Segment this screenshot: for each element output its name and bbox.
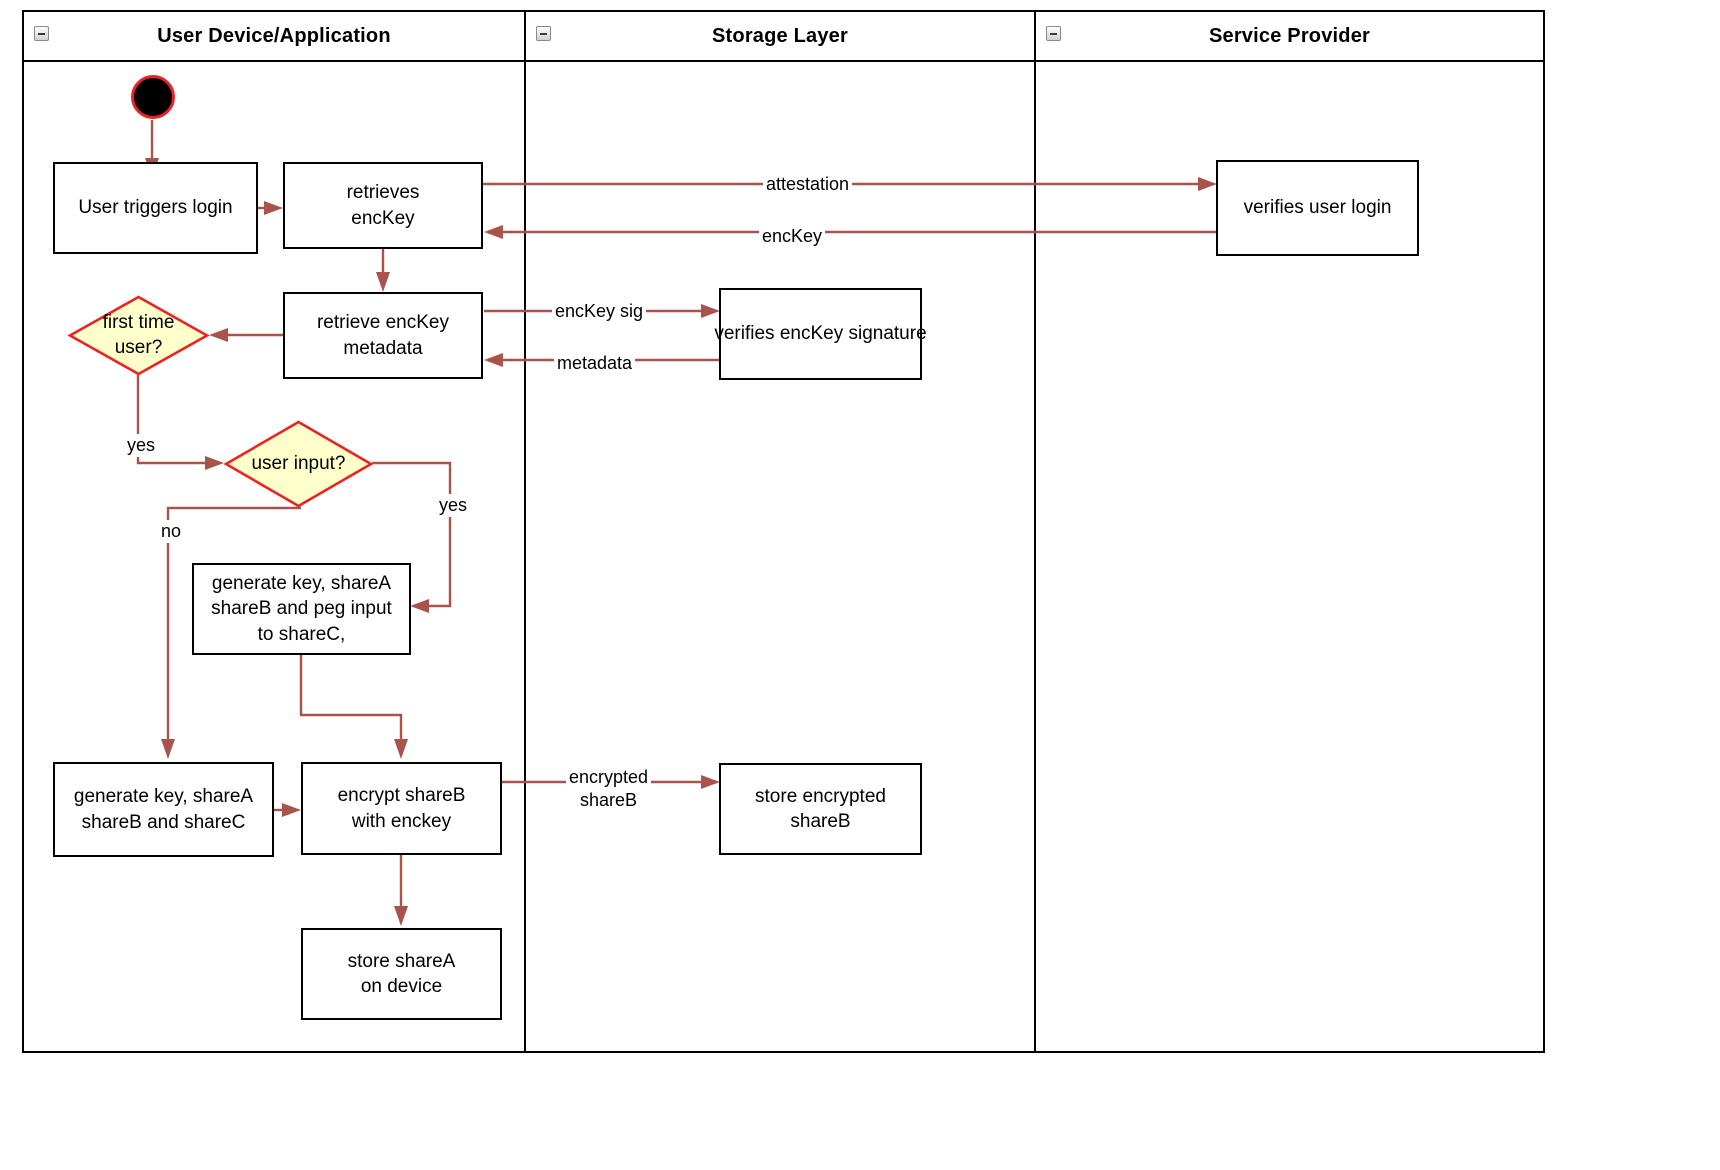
diamond-shape — [223, 420, 374, 508]
node-encrypt-shareb[interactable]: encrypt shareB with enckey — [301, 762, 502, 855]
node-verifies-user-login[interactable]: verifies user login — [1216, 160, 1419, 256]
minus-icon[interactable] — [1046, 26, 1061, 41]
node-label: verifies encKey signature — [714, 323, 927, 345]
node-generate-key-shares[interactable]: generate key, shareA shareB and shareC — [53, 762, 274, 857]
node-verifies-enckey-signature[interactable]: verifies encKey signature — [714, 288, 927, 380]
decision-first-time-user[interactable]: first time user? — [67, 295, 210, 376]
decision-user-input[interactable]: user input? — [223, 420, 374, 508]
minus-icon[interactable] — [536, 26, 551, 41]
edge-label-enckey-sig: encKey sig — [552, 300, 647, 323]
node-retrieve-enckey-metadata[interactable]: retrieve encKey metadata — [283, 292, 483, 379]
lane-header-service-provider[interactable]: Service Provider — [1036, 12, 1543, 62]
lane-header-storage-layer[interactable]: Storage Layer — [526, 12, 1034, 62]
lane-divider-1 — [524, 10, 526, 1053]
lane-title: Service Provider — [1208, 24, 1371, 47]
lane-divider-2 — [1034, 10, 1036, 1053]
node-store-sharea-on-device[interactable]: store shareA on device — [301, 928, 502, 1020]
lane-header-user-device[interactable]: User Device/Application — [24, 12, 524, 62]
edge-label-attestation: attestation — [763, 173, 853, 196]
node-user-triggers-login[interactable]: User triggers login — [53, 162, 258, 254]
lane-title: Storage Layer — [712, 24, 848, 47]
lane-title: User Device/Application — [157, 24, 391, 47]
node-retrieves-enckey[interactable]: retrieves encKey — [283, 162, 483, 249]
minus-icon[interactable] — [34, 26, 49, 41]
edge-label-encrypted-shareb: encrypted shareB — [566, 766, 652, 811]
start-node[interactable] — [131, 75, 175, 119]
node-store-encrypted-shareb[interactable]: store encrypted shareB — [719, 763, 922, 855]
node-generate-key-peg-input[interactable]: generate key, shareA shareB and peg inpu… — [192, 563, 411, 655]
diamond-shape — [67, 295, 210, 376]
edge-label-yes-user-input: yes — [436, 494, 471, 517]
edge-label-yes-first-time: yes — [124, 434, 159, 457]
edge-label-metadata: metadata — [554, 352, 636, 375]
edge-label-no-user-input: no — [158, 520, 185, 543]
edge-label-enckey: encKey — [759, 225, 826, 248]
